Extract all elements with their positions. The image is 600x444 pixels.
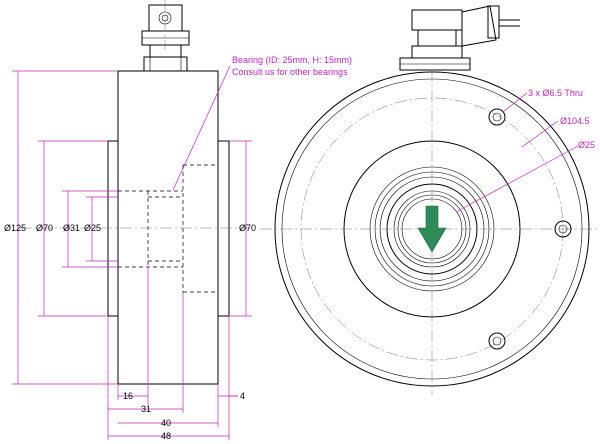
dim-w31: 31 [141,404,151,414]
load-direction-icon [417,205,447,253]
side-hidden-lines [118,164,218,293]
side-diameter-labels: Ø125 Ø70 Ø31 Ø25 Ø70 [4,223,256,233]
side-view: Ø125 Ø70 Ø31 Ø25 Ø70 16 31 40 48 4 [4,0,352,441]
side-diameter-dims [12,70,252,385]
side-width-labels: 16 31 40 48 4 [123,391,245,441]
holes-label: 3 x Ø6.5 Thru [528,88,583,98]
bearing-note-line1: Bearing (ID: 25mm, H: 15mm) [232,55,352,65]
bearing-note-line2: Consult us for other bearings [232,67,348,77]
dim-w40: 40 [161,418,171,428]
dim-d31: Ø31 [63,223,80,233]
dim-d70-left: Ø70 [36,223,53,233]
pcd-label: Ø104.5 [560,116,590,126]
front-view: 3 x Ø6.5 Thru Ø104.5 Ø25 [260,5,600,395]
dim-w16: 16 [123,391,133,401]
side-connector [141,4,190,72]
dim-d70-right: Ø70 [239,223,256,233]
side-left-hub [107,140,119,317]
side-width-dims [107,267,238,440]
front-connector [399,5,520,71]
bore-label: Ø25 [578,140,595,150]
dim-w48: 48 [161,431,171,441]
side-right-hub [217,140,230,317]
dim-d25-left: Ø25 [84,223,101,233]
side-body [117,70,219,385]
mounting-holes [488,108,572,350]
dim-w4: 4 [240,391,245,401]
dim-d125: Ø125 [4,223,26,233]
